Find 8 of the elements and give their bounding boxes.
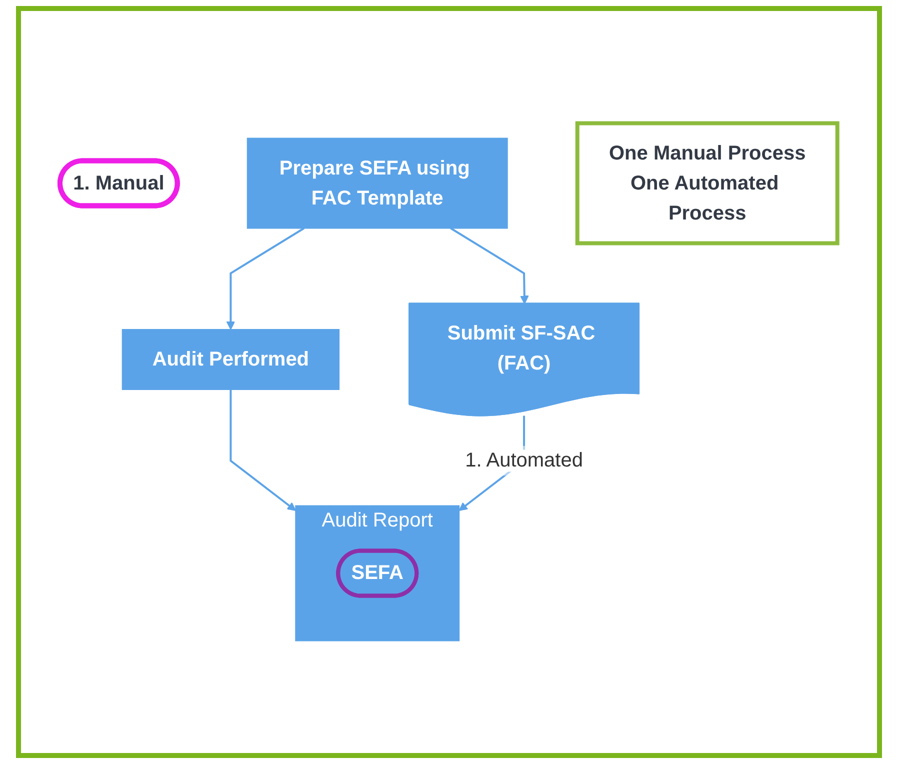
arrow — [450, 227, 530, 304]
node-box — [122, 329, 340, 390]
cluster — [295, 505, 460, 642]
arrow — [230, 390, 296, 511]
diagram-frame: 1. Automated 1. Manual Prepare SEFA using FAC Template One Manual Process One Automated Process Audit Performed Submit SF-SAC (FAC) Audit Report SEFA — [16, 6, 882, 758]
node-box — [576, 121, 840, 246]
node-box — [247, 138, 508, 229]
arrow — [226, 227, 305, 330]
